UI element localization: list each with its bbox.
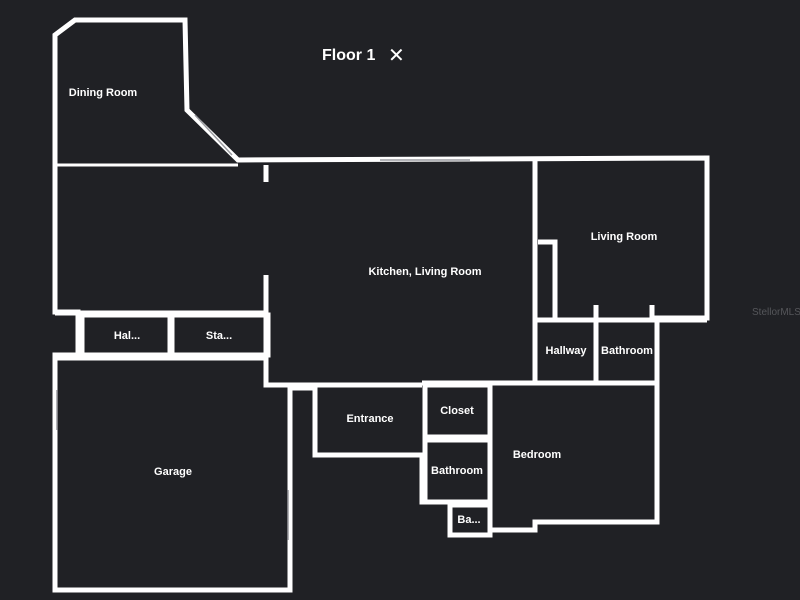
room-label-bedroom[interactable]: Bedroom bbox=[512, 449, 562, 461]
watermark: StellorMLS bbox=[752, 307, 800, 318]
room-label-living-room[interactable]: Living Room bbox=[590, 231, 658, 243]
room-label-stairs[interactable]: Sta... bbox=[205, 330, 233, 342]
floor-title: Floor 1 bbox=[322, 47, 376, 64]
room-label-dining-room[interactable]: Dining Room bbox=[68, 87, 138, 99]
wall bbox=[538, 239, 558, 320]
room-label-small-bath[interactable]: Ba... bbox=[457, 514, 481, 526]
room-label-bathroom-2[interactable]: Bathroom bbox=[431, 465, 483, 477]
wall bbox=[263, 275, 422, 388]
room-label-garage[interactable]: Garage bbox=[154, 466, 192, 478]
room-label-kitchen-living-room[interactable]: Kitchen, Living Room bbox=[368, 266, 482, 278]
outer-wall bbox=[52, 17, 710, 593]
room-label-bathroom[interactable]: Bathroom bbox=[601, 345, 653, 357]
close-icon[interactable]: ✕ bbox=[388, 45, 405, 67]
room-label-hallway[interactable]: Hallway bbox=[545, 345, 587, 357]
room-label-entrance[interactable]: Entrance bbox=[346, 413, 394, 425]
room-label-hall[interactable]: Hal... bbox=[113, 330, 141, 342]
room-label-closet[interactable]: Closet bbox=[440, 405, 474, 417]
window bbox=[194, 114, 233, 156]
